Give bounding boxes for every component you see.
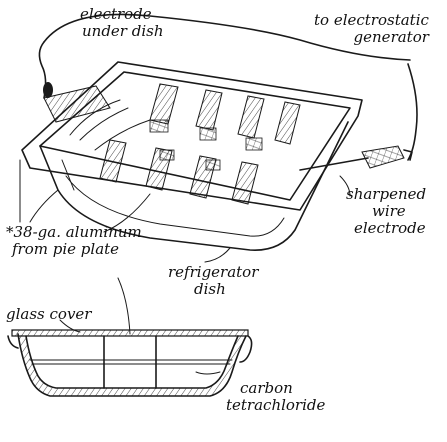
label-aluminum-line2: from pie plate bbox=[12, 240, 120, 258]
leader-glass bbox=[59, 319, 81, 333]
label-sharpened-line2: wire bbox=[372, 202, 406, 220]
label-aluminum: *38-ga. aluminum from pie plate bbox=[6, 224, 142, 258]
leader-dish-bottom bbox=[117, 277, 131, 335]
label-electrode-under-dish: electrode under dish bbox=[80, 6, 164, 40]
label-dish-line2: dish bbox=[194, 280, 226, 298]
leader-sharpened bbox=[339, 175, 351, 197]
leader-aluminum-3 bbox=[103, 193, 151, 233]
sharpened-wire-electrode bbox=[299, 145, 413, 171]
label-sharpened-line1: sharpened bbox=[346, 185, 427, 203]
label-carbon-tetrachloride: carbon tetrachloride bbox=[226, 380, 325, 414]
label-glass-cover: glass cover bbox=[6, 306, 91, 323]
label-carbon-line1: carbon bbox=[240, 379, 293, 397]
label-aluminum-line1: *38-ga. aluminum bbox=[6, 223, 142, 241]
wire-to-generator bbox=[43, 13, 411, 61]
label-electrode-line1: electrode bbox=[80, 5, 152, 23]
label-sharpened-wire-electrode: sharpened wire electrode bbox=[346, 186, 426, 237]
wire-right bbox=[407, 63, 418, 161]
label-electrode-line2: under dish bbox=[82, 22, 164, 40]
label-refrigerator-dish: refrigerator dish bbox=[168, 264, 258, 298]
label-generator-line1: to electrostatic bbox=[314, 11, 429, 29]
label-sharpened-line3: electrode bbox=[354, 219, 426, 237]
label-dish-line1: refrigerator bbox=[168, 263, 259, 281]
label-generator: to electrostatic generator bbox=[314, 12, 429, 46]
label-generator-line2: generator bbox=[353, 28, 429, 46]
label-glass-cover-text: glass cover bbox=[6, 305, 92, 323]
leader-aluminum bbox=[29, 189, 59, 223]
bottom-electrode bbox=[38, 41, 111, 123]
aluminum-strips bbox=[99, 83, 301, 205]
leader-dish bbox=[204, 247, 231, 263]
label-carbon-line2: tetrachloride bbox=[226, 396, 326, 414]
cross-section bbox=[7, 329, 253, 397]
leader-carbon bbox=[195, 371, 221, 375]
refrigerator-dish-perspective bbox=[21, 61, 363, 251]
